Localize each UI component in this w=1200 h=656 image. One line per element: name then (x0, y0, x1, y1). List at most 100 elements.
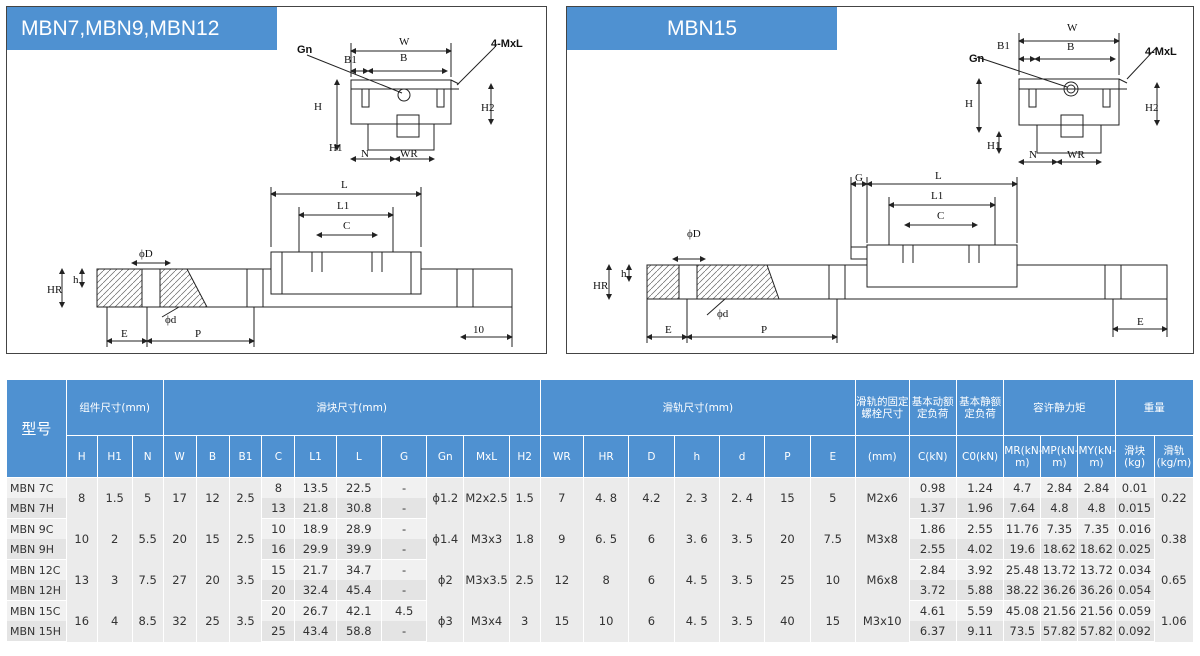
table-cell: 6.37 (908, 621, 957, 642)
col-w: W (162, 435, 197, 478)
table-cell: 12 (195, 477, 230, 519)
table-cell: 16 (65, 600, 98, 642)
table-cell: 13.72 (1040, 559, 1079, 580)
table-cell: 26.7 (294, 600, 337, 621)
table-cell: 1.5 (508, 477, 541, 519)
header-rail: 滑轨尺寸(mm) (539, 379, 856, 436)
header-weight: 重量 (1114, 379, 1195, 436)
table-cell: 9.11 (955, 621, 1005, 642)
col-h: H (65, 435, 98, 478)
table-cell: 15 (539, 600, 584, 642)
table-cell: 30.8 (335, 498, 382, 519)
col-h2: H2 (508, 435, 541, 478)
table-cell: 4.8 (1040, 498, 1079, 519)
label-e: E (121, 328, 128, 340)
label-pitch-end: 10 (473, 324, 485, 336)
table-cell: 4.7 (1003, 477, 1042, 498)
table-cell: 7.5 (131, 559, 164, 601)
table-cell: 1.37 (908, 498, 957, 519)
col-g: G (380, 435, 428, 478)
label-gn-r: Gn (969, 53, 985, 65)
table-cell: 7.35 (1077, 518, 1116, 539)
table-cell: 15 (261, 559, 296, 580)
table-cell: 3.72 (908, 580, 957, 601)
col-gn: Gn (426, 435, 465, 478)
header-moment: 容许静力矩 (1003, 379, 1116, 436)
col-wr: WR (539, 435, 584, 478)
table-cell: 58.8 (335, 621, 382, 642)
label-wr: WR (400, 148, 418, 160)
table-cell: 21.8 (294, 498, 337, 519)
table-cell: - (380, 559, 428, 580)
table-cell: M6x8 (854, 559, 910, 601)
table-cell: 1.06 (1153, 600, 1195, 642)
label-l1: L1 (337, 200, 349, 212)
table-cell: 10 (261, 518, 296, 539)
table-cell: MBN 12H (6, 580, 67, 601)
table-cell: 4.8 (1077, 498, 1116, 519)
table-cell: 8 (65, 477, 98, 519)
col-mxl: MxL (463, 435, 510, 478)
label-phi-d-large-r: ϕD (687, 228, 701, 240)
table-cell: 0.016 (1114, 518, 1155, 539)
table-cell: 16 (261, 539, 296, 560)
header-block: 滑块尺寸(mm) (162, 379, 541, 436)
table-cell: MBN 7C (6, 477, 67, 498)
table-cell: 2.55 (908, 539, 957, 560)
table-cell: 34.7 (335, 559, 382, 580)
table-cell: 1.96 (955, 498, 1005, 519)
table-cell: 10 (809, 559, 856, 601)
table-cell: 5.88 (955, 580, 1005, 601)
drawing-panel-mbn15: MBN15 B1 B W G (566, 6, 1194, 354)
table-cell: 21.56 (1040, 600, 1079, 621)
table-cell: - (380, 539, 428, 560)
table-cell: 36.26 (1040, 580, 1079, 601)
table-cell: 45.4 (335, 580, 382, 601)
table-cell: 0.025 (1114, 539, 1155, 560)
label-b1: B1 (344, 54, 357, 66)
label-l: L (341, 179, 348, 191)
label-h1: H1 (329, 142, 342, 154)
table-cell: 3. 6 (673, 518, 720, 560)
table-cell: 21.7 (294, 559, 337, 580)
col-block-kg: 滑块(kg) (1114, 435, 1155, 478)
col-p: P (764, 435, 811, 478)
table-cell: 2.55 (955, 518, 1005, 539)
table-cell: MBN 9H (6, 539, 67, 560)
table-cell: 4. 5 (673, 600, 720, 642)
table-cell: 4 (96, 600, 133, 642)
table-cell: 32.4 (294, 580, 337, 601)
table-cell: 73.5 (1003, 621, 1042, 642)
panel-title-left: MBN7,MBN9,MBN12 (7, 7, 277, 50)
col-rail-kg: 滑轨(kg/m) (1153, 435, 1195, 478)
label-p: P (195, 328, 201, 340)
table-cell: MBN 15H (6, 621, 67, 642)
col-hr: HR (582, 435, 630, 478)
table-cell: 15 (195, 518, 230, 560)
table-cell: 19.6 (1003, 539, 1042, 560)
label-phi-d-small: ϕd (165, 314, 177, 326)
table-cell: 3 (96, 559, 133, 601)
label-c-r: C (937, 210, 944, 222)
table-cell: 18.9 (294, 518, 337, 539)
drawing-panel-mbn7-9-12: MBN7,MBN9,MBN12 B1 (6, 6, 547, 354)
label-e-left-r: E (665, 324, 672, 336)
table-cell: 20 (261, 600, 296, 621)
label-c: C (343, 220, 350, 232)
table-cell: 5.5 (131, 518, 164, 560)
table-cell: 25.48 (1003, 559, 1042, 580)
col-l1: L1 (294, 435, 337, 478)
table-cell: 15 (809, 600, 856, 642)
table-cell: 0.01 (1114, 477, 1155, 498)
table-cell: 6 (628, 559, 675, 601)
table-cell: M2x2.5 (463, 477, 510, 519)
table-cell: 0.65 (1153, 559, 1195, 601)
table-cell: 42.1 (335, 600, 382, 621)
table-cell: 20 (195, 559, 230, 601)
table-cell: M3x8 (854, 518, 910, 560)
table-cell: 2.5 (508, 559, 541, 601)
table-cell: 0.092 (1114, 621, 1155, 642)
col-h-rail: h (673, 435, 720, 478)
table-cell: MBN 12C (6, 559, 67, 580)
